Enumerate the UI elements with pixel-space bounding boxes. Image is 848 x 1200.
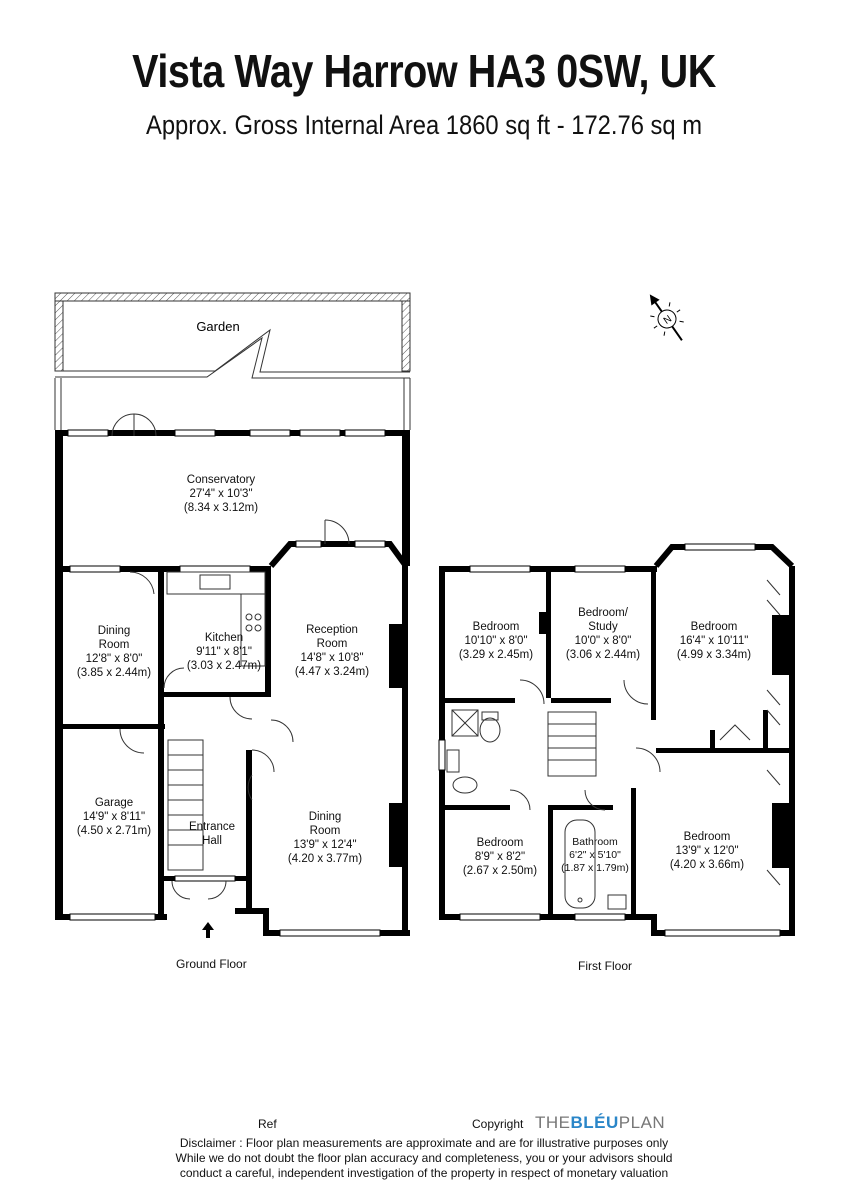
- garden-double-doors[interactable]: [111, 413, 157, 437]
- copyright-label: Copyright: [472, 1117, 524, 1131]
- bedroom1-name: Bedroom: [473, 621, 520, 633]
- garage-metric: (4.50 x 2.71m): [77, 825, 151, 837]
- bedroom3-imperial: 8'9" x 8'2": [475, 851, 525, 863]
- bedroom1-metric: (3.29 x 2.45m): [459, 649, 533, 661]
- study-name2: Study: [588, 621, 618, 633]
- first-floor-doors[interactable]: [509, 679, 661, 811]
- reception-door[interactable]: [324, 519, 350, 545]
- garden-label: Garden: [196, 319, 239, 334]
- reception-name1: Reception: [306, 624, 358, 636]
- ground-stairs: [167, 739, 204, 871]
- dining-right-name1: Dining: [309, 811, 342, 823]
- dining-left-imperial: 12'8" x 8'0": [86, 653, 143, 665]
- entrance-name2: Hall: [202, 835, 222, 847]
- page-title: Vista Way Harrow HA3 0SW, UK: [132, 45, 716, 97]
- first-floor-label: First Floor: [578, 959, 632, 973]
- front-doors[interactable]: [171, 880, 227, 900]
- kitchen-imperial: 9'11" x 8'1": [196, 646, 252, 658]
- area-subtitle: Approx. Gross Internal Area 1860 sq ft -…: [145, 110, 703, 140]
- bedroom4-name: Bedroom: [684, 831, 731, 843]
- kitchen-fittings: [166, 571, 266, 667]
- bedroom3-metric: (2.67 x 2.50m): [463, 865, 537, 877]
- ground-floor-label: Ground Floor: [176, 957, 247, 971]
- dining-left-metric: (3.85 x 2.44m): [77, 667, 151, 679]
- conservatory-metric: (8.34 x 3.12m): [184, 502, 258, 514]
- bedroom2-name: Bedroom: [691, 621, 738, 633]
- ref-label: Ref: [258, 1117, 277, 1131]
- brand-suffix: PLAN: [618, 1113, 666, 1132]
- disclaimer-line-1: Disclaimer : Floor plan measurements are…: [179, 1136, 669, 1150]
- reception-bay-wall: [268, 541, 409, 568]
- study-metric: (3.06 x 2.44m): [566, 649, 640, 661]
- garage-name: Garage: [95, 797, 133, 809]
- reception-name2: Room: [317, 638, 348, 650]
- bathroom-metric: (1.87 x 1.79m): [561, 862, 629, 874]
- dining-right-imperial: 13'9" x 12'4": [293, 839, 356, 851]
- kitchen-metric: (3.03 x 2.47m): [187, 660, 261, 672]
- kitchen-name: Kitchen: [205, 632, 243, 644]
- dining-right-metric: (4.20 x 3.77m): [288, 853, 362, 865]
- bedroom3-name: Bedroom: [477, 837, 524, 849]
- bedroom2-metric: (4.99 x 3.34m): [677, 649, 751, 661]
- wardrobes: [719, 579, 781, 886]
- entrance-name1: Entrance: [189, 821, 235, 833]
- ground-interior-doors[interactable]: [119, 571, 294, 801]
- dining-left-name2: Room: [99, 639, 130, 651]
- first-floor-stairs: [547, 711, 597, 777]
- bathroom-imperial: 6'2" x 5'10": [569, 849, 621, 861]
- bedroom1-imperial: 10'10" x 8'0": [464, 635, 527, 647]
- disclaimer-line-3: conduct a careful, independent investiga…: [179, 1166, 669, 1180]
- dining-right-name2: Room: [310, 825, 341, 837]
- brand-logo: THEBLÉUPLAN: [535, 1113, 665, 1133]
- ground-floor-windows: [67, 429, 386, 937]
- reception-imperial: 14'8" x 10'8": [300, 652, 363, 664]
- brand-highlight: BLÉU: [570, 1113, 619, 1132]
- reception-metric: (4.47 x 3.24m): [295, 666, 369, 678]
- bedroom2-imperial: 16'4" x 10'11": [680, 635, 749, 647]
- bathroom-name: Bathroom: [572, 836, 618, 848]
- entrance-arrow-icon: [202, 922, 214, 938]
- first-floor-windows: [438, 543, 781, 937]
- garage-imperial: 14'9" x 8'11": [83, 811, 145, 823]
- study-name1: Bedroom/: [578, 607, 629, 619]
- dining-left-name1: Dining: [98, 625, 131, 637]
- north-arrow-icon: N: [649, 294, 684, 341]
- garden-area: [54, 292, 411, 430]
- bathroom-fittings: [446, 709, 627, 910]
- disclaimer-line-2: While we do not doubt the floor plan acc…: [175, 1151, 673, 1165]
- bay-windows: [295, 540, 386, 548]
- bedroom4-metric: (4.20 x 3.66m): [670, 859, 744, 871]
- study-imperial: 10'0" x 8'0": [575, 635, 632, 647]
- conservatory-imperial: 27'4" x 10'3": [189, 488, 252, 500]
- brand-prefix: THE: [535, 1113, 571, 1132]
- conservatory-name: Conservatory: [187, 474, 256, 486]
- bedroom4-imperial: 13'9" x 12'0": [675, 845, 738, 857]
